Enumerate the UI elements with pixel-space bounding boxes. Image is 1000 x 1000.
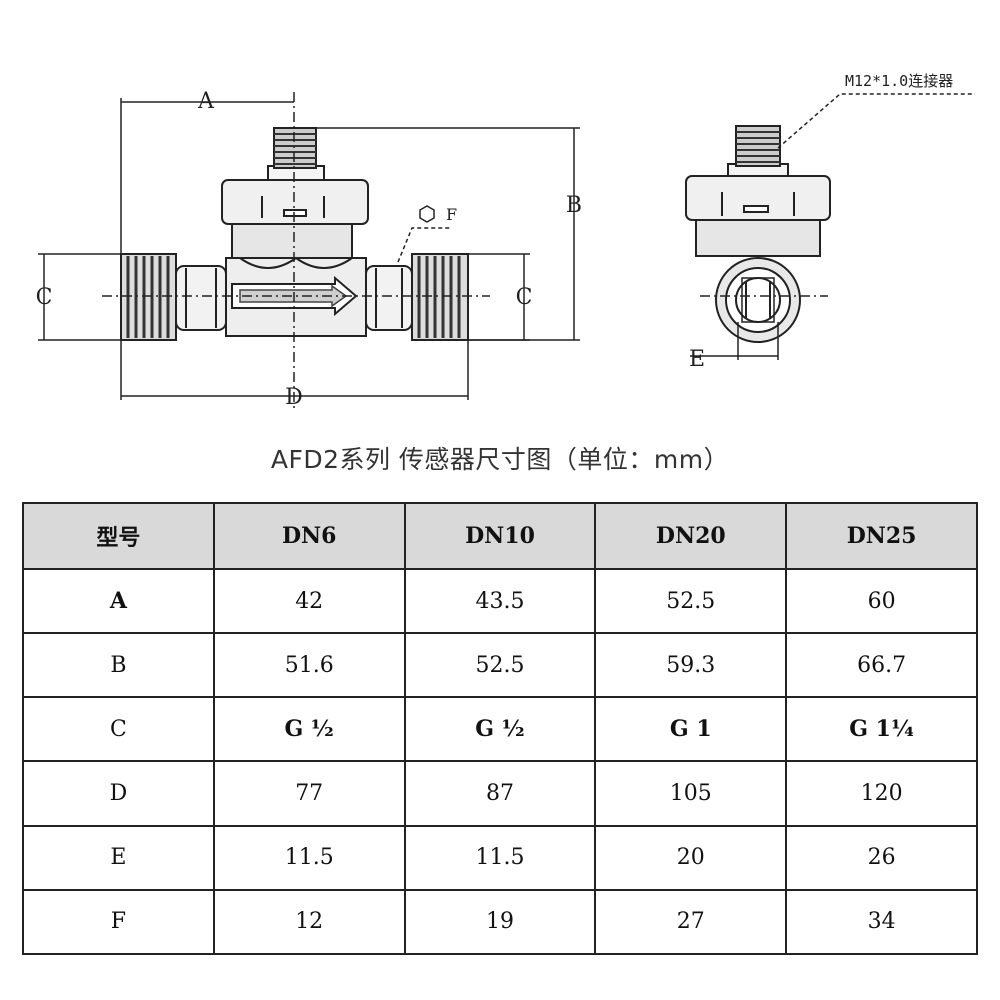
table-cell: 20 xyxy=(594,824,788,891)
dimension-drawing: A B C C D F E M12*1.0连接器 xyxy=(0,0,1000,425)
table-cell: 12 xyxy=(212,888,406,956)
row-label: A xyxy=(22,567,215,635)
table-cell: 51.6 xyxy=(212,632,406,699)
dimension-table: 型号 DN6 DN10 DN20 DN25 A 42 43.5 52.5 60 … xyxy=(22,502,978,956)
header-dn10: DN10 xyxy=(403,502,597,570)
table-row: E 11.5 11.5 20 26 xyxy=(22,824,978,891)
table-cell: 27 xyxy=(594,888,788,956)
row-label: F xyxy=(22,888,215,956)
lower-housing xyxy=(231,223,353,259)
dim-label-b: B xyxy=(566,193,582,218)
table-cell: 87 xyxy=(403,760,597,827)
connector-thread xyxy=(273,127,317,169)
dim-label-f: F xyxy=(446,205,457,224)
table-cell: 26 xyxy=(785,824,978,891)
table-cell: 52.5 xyxy=(594,567,788,635)
table-cell: 60 xyxy=(785,567,978,635)
table-cell: 11.5 xyxy=(212,824,406,891)
right-thread xyxy=(411,253,469,341)
table-cell: 120 xyxy=(785,760,978,827)
table-cell: 19 xyxy=(403,888,597,956)
header-dn20: DN20 xyxy=(594,502,788,570)
table-cell: G 1¼ xyxy=(785,696,978,763)
table-cell: 52.5 xyxy=(403,632,597,699)
table-cell: 34 xyxy=(785,888,978,956)
header-model: 型号 xyxy=(22,502,215,570)
table-cell: G ½ xyxy=(403,696,597,763)
left-nut xyxy=(175,265,227,331)
left-thread xyxy=(120,253,177,341)
row-label: D xyxy=(22,760,215,827)
table-header-row: 型号 DN6 DN10 DN20 DN25 xyxy=(22,502,978,570)
sensor-cap xyxy=(221,179,369,225)
dim-label-c-right: C xyxy=(516,285,533,310)
table-cell: 66.7 xyxy=(785,632,978,699)
table-cell: 105 xyxy=(594,760,788,827)
header-dn25: DN25 xyxy=(785,502,978,570)
table-cell: 11.5 xyxy=(403,824,597,891)
table-cell: 77 xyxy=(212,760,406,827)
side-view xyxy=(685,93,975,360)
table-row: B 51.6 52.5 59.3 66.7 xyxy=(22,632,978,699)
dimension-lines xyxy=(38,98,580,400)
table-row: C G ½ G ½ G 1 G 1¼ xyxy=(22,696,978,763)
right-nut xyxy=(365,265,413,331)
dim-label-c-left: C xyxy=(36,285,53,310)
row-label: C xyxy=(22,696,215,763)
row-label: E xyxy=(22,824,215,891)
table-row: A 42 43.5 52.5 60 xyxy=(22,567,978,635)
table-row: D 77 87 105 120 xyxy=(22,760,978,827)
figure-caption: AFD2系列 传感器尺寸图（单位：mm） xyxy=(270,445,730,474)
dim-label-a: A xyxy=(197,89,215,114)
side-cap xyxy=(685,175,831,221)
table-cell: 42 xyxy=(212,567,406,635)
header-dn6: DN6 xyxy=(212,502,406,570)
table-cell: G ½ xyxy=(212,696,406,763)
connector-label: M12*1.0连接器 xyxy=(845,72,953,90)
front-view xyxy=(102,92,490,412)
table-cell: 59.3 xyxy=(594,632,788,699)
dim-label-e: E xyxy=(689,347,705,372)
table-cell: 43.5 xyxy=(403,567,597,635)
table-cell: G 1 xyxy=(594,696,788,763)
dim-label-d: D xyxy=(285,385,303,410)
table-row: F 12 19 27 34 xyxy=(22,888,978,956)
row-label: B xyxy=(22,632,215,699)
